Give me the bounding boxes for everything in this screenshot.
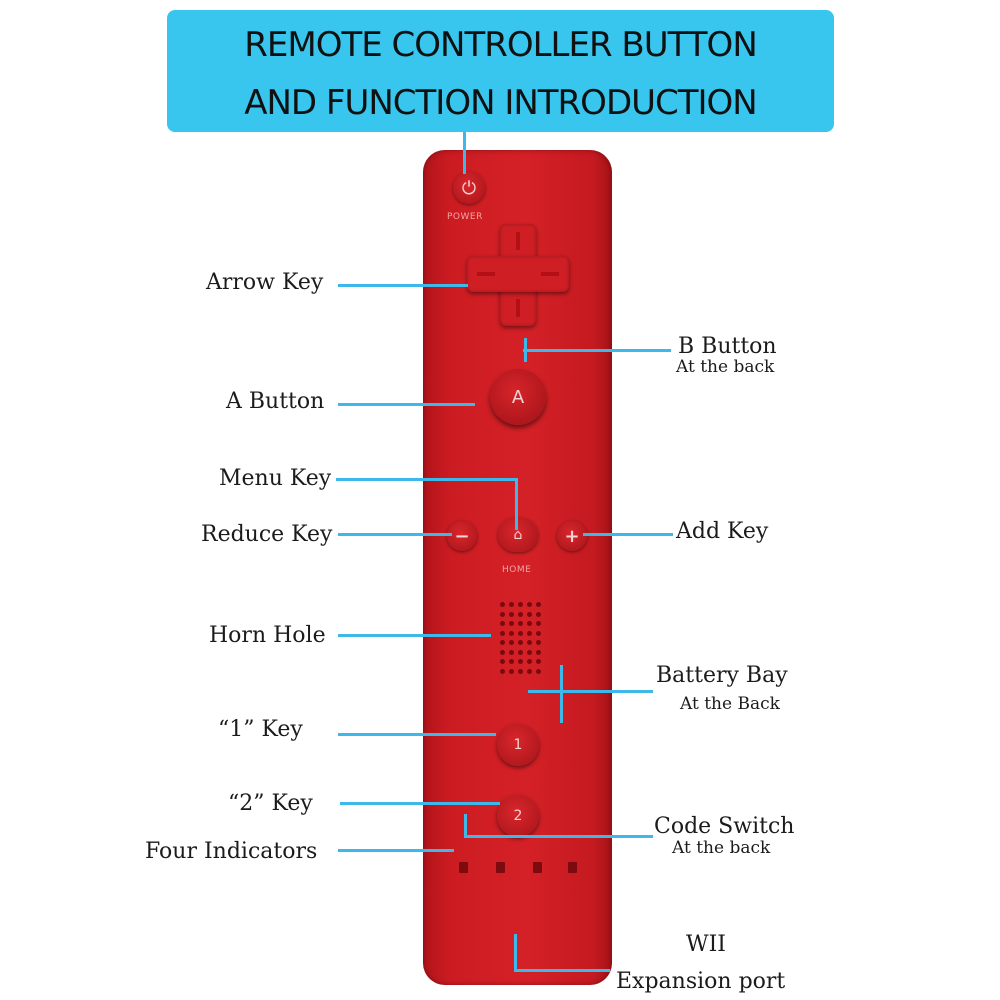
- one-button[interactable]: 1: [497, 724, 539, 766]
- reduce-key-line: [338, 533, 452, 536]
- plus-button[interactable]: +: [557, 521, 587, 551]
- two-key-label: “2” Key: [228, 791, 313, 816]
- power-button[interactable]: ⏻: [453, 172, 485, 204]
- b-button-tick: [524, 338, 527, 362]
- horn-hole-label: Horn Hole: [209, 623, 326, 648]
- battery-bay-label: Battery Bay: [656, 663, 788, 688]
- one-key-line: [338, 733, 496, 736]
- a-button-line: [338, 403, 475, 406]
- add-key-line: [583, 533, 673, 536]
- expansion-port-label: Expansion port: [616, 969, 786, 994]
- b-button-line: [523, 349, 671, 352]
- speaker-grille: [500, 602, 542, 674]
- a-button-text-label: A Button: [226, 389, 325, 414]
- indicator-led: [459, 862, 468, 873]
- power-icon: ⏻: [461, 177, 477, 199]
- indicator-led: [496, 862, 505, 873]
- plus-icon: +: [564, 525, 580, 547]
- arrow-key-label: Arrow Key: [206, 270, 324, 295]
- horn-hole-line: [338, 634, 491, 637]
- battery-bay-tick: [560, 665, 563, 723]
- battery-bay-sublabel: At the Back: [680, 694, 780, 714]
- indicators-line: [338, 849, 454, 852]
- home-icon: ⌂: [513, 527, 523, 543]
- b-button-label: B Button: [678, 334, 777, 359]
- a-button-label: A: [511, 386, 525, 408]
- two-button-label: 2: [513, 808, 523, 824]
- expansion-line-v: [514, 934, 517, 972]
- code-switch-line-v: [464, 814, 467, 837]
- arrow-key-line: [338, 284, 468, 287]
- title-banner: REMOTE CONTROLLER BUTTON AND FUNCTION IN…: [167, 10, 834, 132]
- code-switch-line-h: [464, 835, 653, 838]
- b-button-sublabel: At the back: [676, 357, 775, 377]
- code-switch-label: Code Switch: [654, 814, 795, 839]
- home-button[interactable]: ⌂: [498, 518, 538, 552]
- battery-bay-line: [528, 690, 653, 693]
- title-line-2: AND FUNCTION INTRODUCTION: [244, 83, 758, 123]
- four-indicators-label: Four Indicators: [145, 839, 318, 864]
- dpad-down-mark: [516, 299, 520, 317]
- menu-key-label: Menu Key: [219, 466, 332, 491]
- dpad-left-mark: [477, 272, 495, 276]
- dpad-right-mark: [541, 272, 559, 276]
- title-line-1: REMOTE CONTROLLER BUTTON: [244, 25, 758, 65]
- player-indicators: [457, 862, 577, 878]
- menu-key-line-v: [515, 478, 518, 530]
- a-button[interactable]: A: [490, 369, 546, 425]
- wii-label: WII: [686, 932, 726, 957]
- indicator-led: [533, 862, 542, 873]
- indicator-led: [568, 862, 577, 873]
- reduce-key-label: Reduce Key: [201, 522, 333, 547]
- one-button-label: 1: [513, 737, 523, 753]
- home-label: HOME: [502, 565, 532, 575]
- minus-icon: −: [454, 525, 470, 547]
- title-connector-line: [463, 132, 466, 174]
- two-button[interactable]: 2: [497, 795, 539, 837]
- dpad-up-mark: [516, 232, 520, 250]
- menu-key-line-h: [336, 478, 517, 481]
- add-key-label: Add Key: [676, 519, 769, 544]
- one-key-label: “1” Key: [218, 717, 303, 742]
- minus-button[interactable]: −: [447, 521, 477, 551]
- code-switch-sublabel: At the back: [672, 838, 771, 858]
- expansion-line-h: [514, 969, 610, 972]
- two-key-line: [340, 802, 500, 805]
- power-label: POWER: [447, 212, 483, 222]
